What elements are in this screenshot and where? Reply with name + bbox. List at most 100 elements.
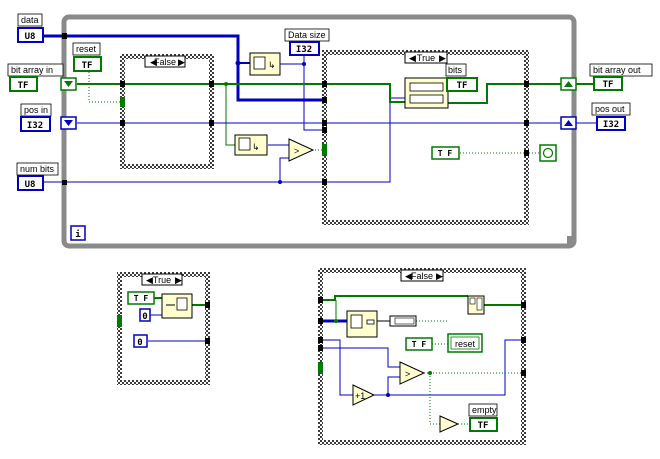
svg-text:bit array in: bit array in <box>11 65 53 75</box>
svg-text:num bits: num bits <box>20 164 55 174</box>
shift-register-left-bits <box>60 77 77 91</box>
tunnels <box>62 33 529 185</box>
build-array-function-2 <box>467 295 485 315</box>
svg-text:◀: ◀ <box>405 271 412 281</box>
const-true-top-right-label: T F <box>438 149 453 158</box>
local-variable-reset-label: reset <box>455 339 476 349</box>
shift-register-right-bits <box>560 77 577 91</box>
wire-data-size <box>280 63 325 131</box>
local-variable-reset[interactable]: reset <box>447 333 483 353</box>
indicator-empty-type: TF <box>478 421 489 431</box>
svg-text:◀: ◀ <box>146 275 153 285</box>
label-data-size: Data size <box>284 28 330 42</box>
case-structure-top-right: ◀ True ▶ <box>322 50 529 225</box>
indicator-data-size-type: I32 <box>296 45 312 55</box>
label-pos-out: pos out <box>591 102 631 116</box>
terminal-bit-array-in[interactable]: TF <box>9 76 38 92</box>
indicator-bit-array-out-type: TF <box>603 80 614 90</box>
const-zero-bottom-left-1[interactable]: 0 <box>139 308 151 322</box>
svg-text:+1: +1 <box>355 391 365 401</box>
indicator-bit-array-out[interactable]: TF <box>593 76 623 91</box>
const-true-bottom-left-label: T F <box>134 294 149 303</box>
shift-register-right-pos <box>560 116 577 130</box>
label-pos-in: pos in <box>20 103 52 117</box>
svg-text:Data size: Data size <box>288 30 326 40</box>
label-reset: reset <box>72 42 101 56</box>
build-array-function <box>161 293 193 319</box>
case-selector-top-left[interactable]: ◀ False ▶ <box>144 55 186 68</box>
const-zero-bottom-left-1-label: 0 <box>142 312 147 322</box>
label-num-bits: num bits <box>16 162 59 176</box>
indicator-data-size[interactable]: I32 <box>289 41 320 56</box>
const-true-bottom-right-label: T F <box>412 340 427 349</box>
bit-extract-function <box>404 77 449 109</box>
svg-text:pos out: pos out <box>595 104 625 114</box>
case-selector-bottom-right-label: False <box>411 271 433 281</box>
loop-condition-terminal[interactable] <box>539 144 557 162</box>
terminal-data[interactable]: U8 <box>17 27 44 43</box>
svg-text:↳: ↳ <box>252 142 260 152</box>
svg-text:▶: ▶ <box>175 275 182 285</box>
case-selector-top-right[interactable]: ◀ True ▶ <box>404 51 448 64</box>
shift-register-left-pos <box>60 116 77 130</box>
svg-text:◀: ◀ <box>409 53 416 63</box>
wire-reset <box>88 72 122 103</box>
array-size-function-2: ↳ <box>234 134 268 156</box>
greater-than-function-2: > <box>399 361 426 385</box>
svg-text:▶: ▶ <box>436 271 443 281</box>
terminal-num-bits[interactable]: U8 <box>17 175 44 191</box>
svg-text:>: > <box>294 146 299 156</box>
indicator-pos-out-type: I32 <box>603 120 619 130</box>
label-bit-array-in: bit array in <box>7 63 64 77</box>
not-function <box>439 415 460 433</box>
empty-array-const <box>389 315 417 327</box>
while-loop-resize-handle[interactable] <box>567 236 576 244</box>
case-structure-top-left: ◀ False ▶ <box>120 54 214 169</box>
wire-num-bits <box>43 97 405 183</box>
indicator-bits[interactable]: TF <box>446 77 478 92</box>
svg-text:reset: reset <box>76 44 97 54</box>
svg-text:▶: ▶ <box>178 57 185 67</box>
case-structure-bottom-right: ◀ False ▶ <box>318 268 526 445</box>
greater-than-function: > <box>288 138 315 162</box>
svg-text:>: > <box>405 369 410 379</box>
svg-text:data: data <box>21 15 39 25</box>
case-selector-bottom-left-label: True <box>153 275 171 285</box>
const-true-top-right[interactable]: T F <box>431 146 460 160</box>
svg-text:▶: ▶ <box>439 53 446 63</box>
const-true-bottom-right[interactable]: T F <box>405 337 433 351</box>
wire-data <box>43 34 325 102</box>
terminal-pos-in[interactable]: I32 <box>20 116 51 132</box>
const-true-bottom-left[interactable]: T F <box>127 291 155 305</box>
terminal-num-bits-type: U8 <box>25 180 36 190</box>
case-structure-bottom-left: ◀ True ▶ T F 0 0 <box>117 272 210 385</box>
case-selector-bottom-left[interactable]: ◀ True ▶ <box>141 273 183 286</box>
terminal-data-type: U8 <box>25 32 36 42</box>
label-bits: bits <box>445 63 467 77</box>
split-array-function <box>346 310 378 338</box>
label-data: data <box>17 13 43 27</box>
label-empty: empty <box>468 403 498 417</box>
loop-index-label: i <box>75 229 81 240</box>
terminal-reset-type: TF <box>82 61 93 71</box>
terminal-pos-in-type: I32 <box>27 121 43 131</box>
while-loop-frame <box>61 14 577 249</box>
indicator-bits-type: TF <box>457 81 468 91</box>
case-selector-top-right-label: True <box>417 53 435 63</box>
svg-text:pos in: pos in <box>24 105 48 115</box>
const-zero-bottom-left-2[interactable]: 0 <box>133 334 148 348</box>
indicator-pos-out[interactable]: I32 <box>596 116 626 131</box>
increment-function: +1 <box>352 384 376 406</box>
svg-text:bits: bits <box>448 65 463 75</box>
const-zero-bottom-left-2-label: 0 <box>137 338 142 348</box>
svg-text:◀: ◀ <box>150 57 157 67</box>
indicator-empty[interactable]: TF <box>469 417 498 432</box>
array-size-function: ↳ <box>249 52 281 76</box>
svg-text:empty: empty <box>472 405 497 415</box>
terminal-reset[interactable]: TF <box>73 56 102 72</box>
case-selector-bottom-right[interactable]: ◀ False ▶ <box>400 269 444 282</box>
loop-index-terminal: i <box>70 225 86 241</box>
svg-text:↳: ↳ <box>268 60 276 70</box>
terminal-bit-array-in-type: TF <box>18 81 29 91</box>
